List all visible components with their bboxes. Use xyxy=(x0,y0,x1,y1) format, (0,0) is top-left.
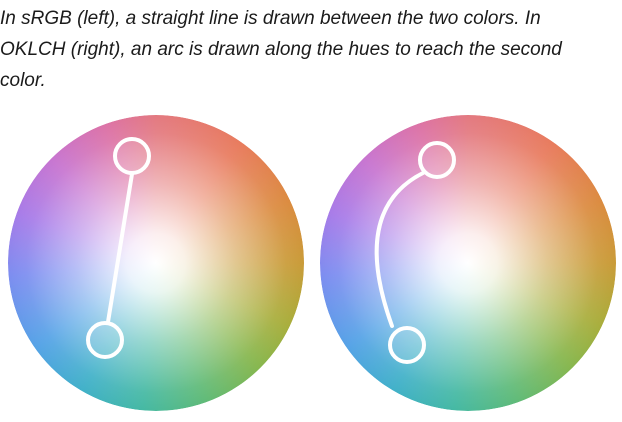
srgb-start-handle[interactable] xyxy=(113,137,151,175)
srgb-color-wheel xyxy=(8,115,304,411)
oklch-edge-shade xyxy=(320,115,616,411)
oklch-arc-path xyxy=(374,171,425,328)
srgb-straight-path xyxy=(106,172,134,324)
oklch-end-handle[interactable] xyxy=(388,326,426,364)
oklch-white-center xyxy=(320,115,616,411)
oklch-start-handle[interactable] xyxy=(418,141,456,179)
srgb-end-handle[interactable] xyxy=(86,321,124,359)
oklch-color-wheel xyxy=(320,115,616,411)
srgb-white-center xyxy=(8,115,304,411)
caption-text: In sRGB (left), a straight line is drawn… xyxy=(0,8,562,91)
srgb-edge-shade xyxy=(8,115,304,411)
